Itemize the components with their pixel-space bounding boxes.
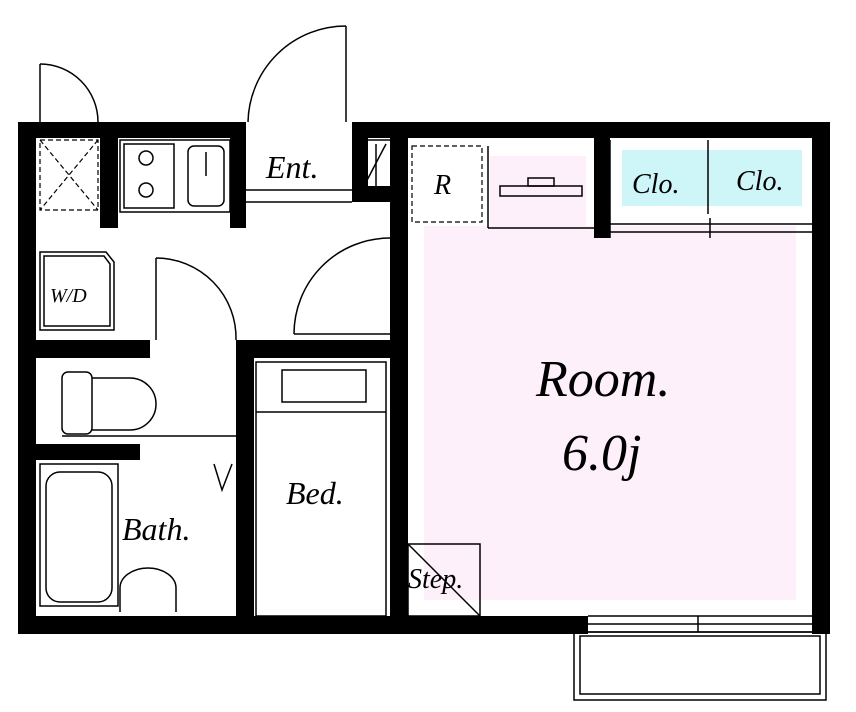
bed-label: Bed. — [286, 475, 344, 511]
step-label: Step. — [408, 564, 463, 595]
closet-left-label: Clo. — [632, 169, 679, 200]
hall-door-swing — [155, 257, 237, 341]
kitchen-counter — [119, 139, 231, 213]
wash-basin — [119, 567, 177, 612]
bed — [255, 361, 387, 617]
step — [407, 543, 481, 617]
room-floor-top — [490, 156, 586, 230]
shelf-unit — [487, 146, 596, 229]
entrance-door-swing — [247, 25, 347, 123]
entrance-label: Ent. — [265, 149, 318, 185]
entrance-area — [246, 139, 390, 203]
storage-closet — [39, 139, 99, 211]
bath-label: Bath. — [122, 511, 190, 547]
refrigerator-space — [411, 145, 483, 223]
walls — [18, 122, 830, 634]
balcony-window — [588, 615, 812, 633]
room-floor — [424, 226, 796, 600]
washer-dryer-label: W/D — [50, 285, 87, 307]
room-name-label: Room. — [535, 351, 670, 408]
room-door-swing — [293, 237, 391, 335]
balcony — [573, 631, 827, 701]
room-size-label: 6.0j — [562, 425, 641, 482]
toilet — [61, 371, 236, 437]
closet-right-label: Clo. — [736, 166, 783, 197]
storage-door-swing — [39, 63, 99, 123]
refrigerator-label: R — [433, 170, 451, 201]
closet-fill — [622, 150, 802, 206]
bathtub — [39, 463, 233, 607]
closet-doors — [609, 140, 812, 238]
washer-dryer-space — [39, 251, 115, 331]
